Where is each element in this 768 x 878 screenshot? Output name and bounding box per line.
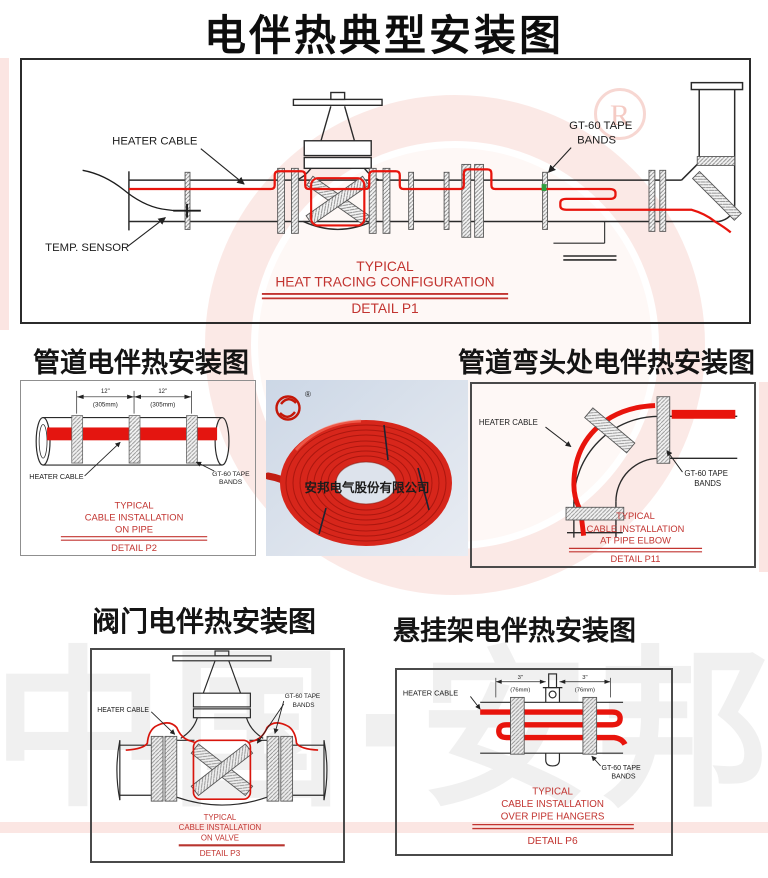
p6-dim-mm-1: (76mm) (510, 688, 530, 694)
p11-tape-label-2: BANDS (694, 479, 721, 488)
leader-lines (470, 696, 601, 767)
coil-tie-wraps (318, 424, 430, 535)
watermark-pink-stripe (0, 822, 768, 833)
photo-reg-mark: ® (305, 390, 311, 399)
p6-caption-line1: TYPICAL (532, 786, 573, 797)
p1-tape-label-2: BANDS (577, 135, 616, 147)
p1-caption-line1: TYPICAL (356, 259, 414, 274)
p1-caption: TYPICAL HEAT TRACING CONFIGURATION DETAI… (261, 259, 509, 316)
p2-tape-label-2: BANDS (219, 479, 243, 486)
p11-caption: TYPICAL CABLE INSTALLATION AT PIPE ELBOW… (568, 511, 703, 564)
watermark-left-edge (0, 58, 9, 330)
p2-heater-cable-label: HEATER CABLE (29, 472, 83, 481)
p11-caption-detail: DETAIL P11 (611, 554, 661, 564)
p6-drawing: 3" 3" (76mm) (76mm) HEATER CABLE GT-60 T… (403, 673, 642, 847)
p6-caption-detail: DETAIL P6 (527, 836, 577, 847)
heater-cable-path (571, 403, 656, 536)
photo-watermark-text: 安邦电气股份有限公司 (304, 480, 429, 495)
p6-dim-inches-2: 3" (582, 675, 587, 681)
p3-caption-line3: ON VALVE (201, 833, 239, 842)
brand-logo (275, 395, 301, 421)
green-tick (541, 184, 547, 191)
p6-dim-mm-2: (76mm) (575, 688, 595, 694)
valve-body (292, 91, 383, 231)
p6-tape-label-2: BANDS (611, 774, 636, 781)
p6-dim-inches-1: 3" (518, 675, 523, 681)
leader-lines (545, 426, 683, 473)
p3-caption-line1: TYPICAL (204, 813, 237, 822)
valve-outline (116, 650, 328, 806)
p2-dim-inches-2: 12" (158, 389, 167, 395)
p2-dim-mm-1: (305mm) (93, 402, 118, 409)
p2-dim-inches-1: 12" (101, 389, 110, 395)
tape-bands (565, 396, 671, 521)
tape-bands (71, 415, 198, 464)
section-heading-elbow: 管道弯头处电伴热安装图 (458, 348, 755, 379)
p2-drawing: 12" 12" (305mm) (305mm) HEATER CABLE GT-… (29, 389, 250, 553)
tape-bands (184, 156, 742, 238)
p6-heater-cable-label: HEATER CABLE (403, 688, 458, 697)
p2-tape-label-1: GT-60 TAPE (212, 471, 250, 478)
photo-drawing: ® 安邦电气股份有限公司 (266, 380, 468, 556)
section-heading-pipe: 管道电伴热安装图 (33, 348, 249, 379)
p2-dim-mm-2: (305mm) (150, 402, 175, 409)
p6-caption-line2: CABLE INSTALLATION (501, 799, 604, 810)
p1-drawing: HEATER CABLE GT-60 TAPE BANDS TEMP. SENS… (45, 81, 744, 316)
dimension-lines (76, 390, 192, 414)
p3-caption: TYPICAL CABLE INSTALLATION ON VALVE DETA… (179, 813, 285, 858)
p3-drawing: HEATER CABLE GT-60 TAPE BANDS TYPICAL CA… (97, 650, 328, 858)
detail-p1-diagram: HEATER CABLE GT-60 TAPE BANDS TEMP. SENS… (20, 58, 751, 324)
p3-caption-detail: DETAIL P3 (200, 848, 241, 858)
p1-caption-line2: HEAT TRACING CONFIGURATION (275, 275, 494, 290)
watermark-company-text: 中国·安邦 (0, 630, 768, 831)
p2-caption-line1: TYPICAL (115, 500, 154, 511)
p1-caption-detail: DETAIL P1 (351, 301, 418, 316)
p1-temp-sensor-label: TEMP. SENSOR (45, 242, 129, 254)
p2-caption-line2: CABLE INSTALLATION (85, 511, 184, 522)
p3-heater-cable-label: HEATER CABLE (97, 707, 149, 714)
detail-p6-diagram: 3" 3" (76mm) (76mm) HEATER CABLE GT-60 T… (395, 668, 673, 856)
pipe-outline (128, 81, 744, 261)
dimension-lines (495, 677, 611, 698)
p6-caption: TYPICAL CABLE INSTALLATION OVER PIPE HAN… (472, 786, 634, 847)
detail-p3-diagram: HEATER CABLE GT-60 TAPE BANDS TYPICAL CA… (90, 648, 345, 863)
leader-lines (127, 147, 572, 247)
cable-coil (266, 419, 452, 546)
section-heading-valve: 阀门电伴热安装图 (92, 605, 317, 638)
registered-mark-watermark: R (594, 88, 646, 140)
tape-bands (150, 735, 294, 802)
leader-lines (150, 700, 285, 744)
leader-lines (84, 441, 215, 477)
p2-caption: TYPICAL CABLE INSTALLATION ON PIPE DETAI… (60, 500, 208, 553)
p2-caption-line3: ON PIPE (115, 523, 153, 534)
p1-tape-label-1: GT-60 TAPE (569, 120, 633, 132)
p3-caption-line2: CABLE INSTALLATION (179, 823, 262, 832)
hanger-straps (510, 696, 598, 755)
section-heading-hanger: 悬挂架电伴热安装图 (393, 616, 636, 647)
p11-caption-line3: AT PIPE ELBOW (600, 535, 671, 545)
p3-tape-label-2: BANDS (293, 702, 315, 709)
p11-heater-cable-label: HEATER CABLE (479, 418, 538, 427)
watermark-right-edge (759, 382, 768, 572)
p11-caption-line1: TYPICAL (616, 511, 655, 521)
detail-p11-diagram: HEATER CABLE GT-60 TAPE BANDS TYPICAL CA… (470, 382, 756, 568)
p11-tape-label-1: GT-60 TAPE (684, 469, 728, 478)
page-title: 电伴热典型安装图 (203, 11, 564, 60)
heater-cable-serpentine (480, 709, 628, 746)
heater-cable-path (128, 168, 732, 234)
p2-caption-detail: DETAIL P2 (111, 542, 157, 553)
p6-caption-line3: OVER PIPE HANGERS (501, 812, 605, 823)
pipe-and-hanger-outline (480, 673, 624, 767)
p3-tape-label-1: GT-60 TAPE (285, 693, 320, 700)
p6-tape-label-1: GT-60 TAPE (602, 765, 642, 772)
detail-p2-diagram: 12" 12" (305mm) (305mm) HEATER CABLE GT-… (20, 380, 256, 556)
product-photo: ® 安邦电气股份有限公司 (266, 380, 468, 556)
p1-heater-cable-label: HEATER CABLE (112, 136, 198, 148)
temp-sensor-wire (82, 169, 201, 218)
p11-caption-line2: CABLE INSTALLATION (587, 524, 685, 534)
dimension-arrowheads (495, 679, 611, 684)
p11-drawing: HEATER CABLE GT-60 TAPE BANDS TYPICAL CA… (479, 396, 738, 564)
dimension-arrowheads (76, 394, 192, 399)
